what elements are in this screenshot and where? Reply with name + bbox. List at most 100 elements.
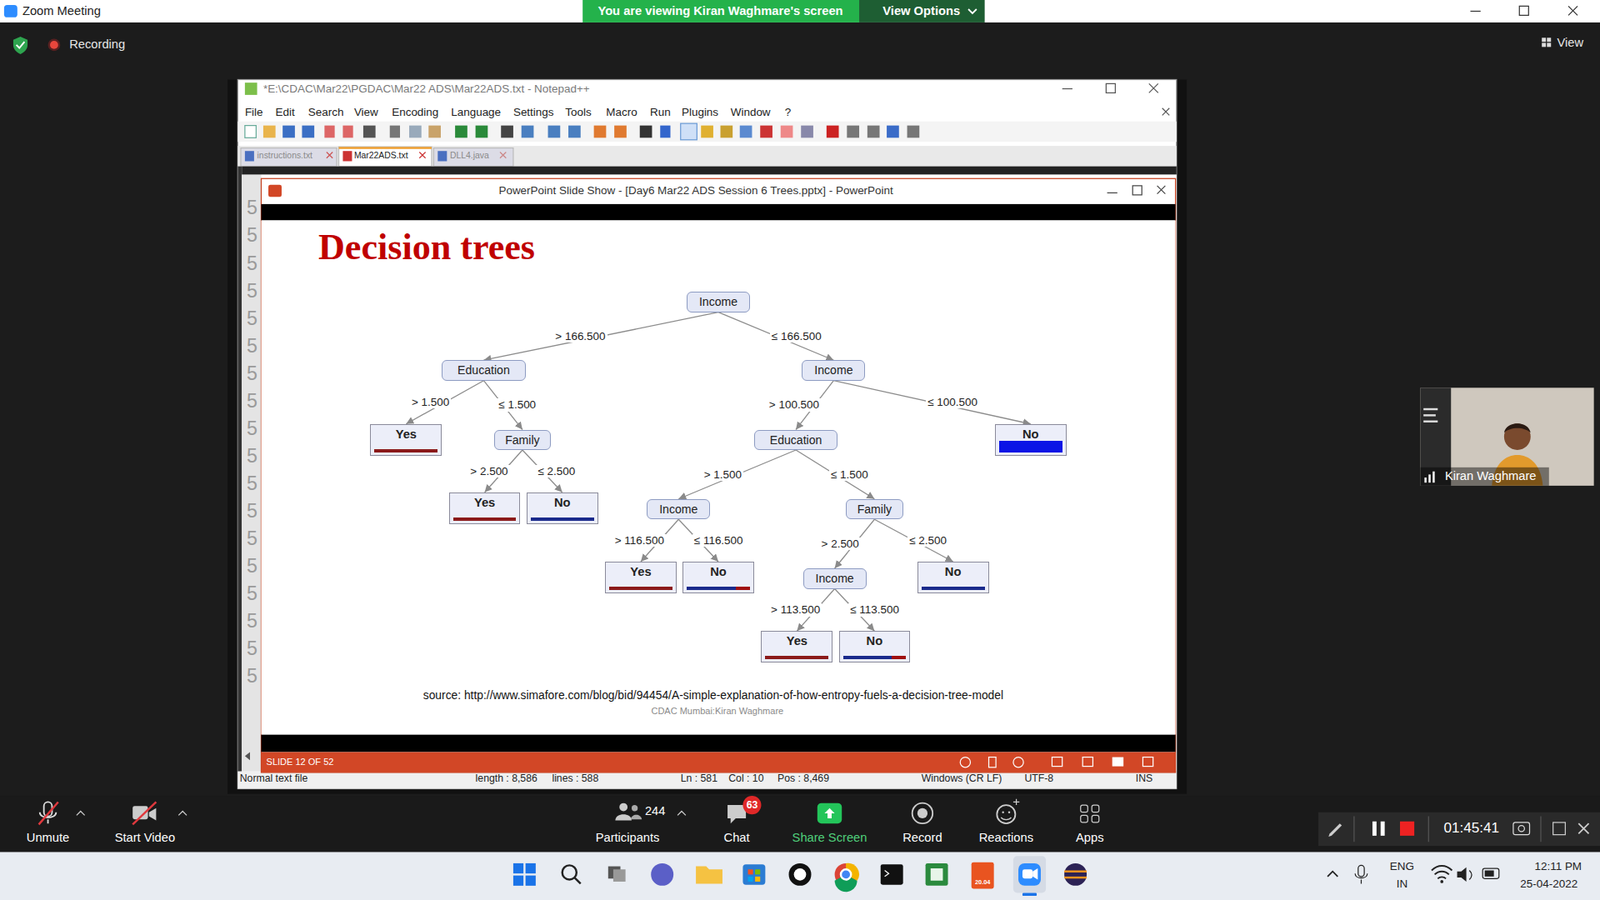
notepad-window-part xyxy=(760,125,773,139)
tree-branch xyxy=(718,312,834,361)
zoom-toolbar-part xyxy=(1372,821,1377,836)
attribute-node: Income xyxy=(686,291,750,312)
powerpoint-window-part xyxy=(1013,757,1024,768)
file-tab: DLL4.java xyxy=(450,150,490,161)
zoom-toolbar xyxy=(0,795,1600,852)
node-text: Yes xyxy=(395,427,417,441)
share-banner: You are viewing Kiran Waghmare's screen xyxy=(597,4,843,19)
windows-taskbar-part xyxy=(755,876,760,882)
attribute-node: Family xyxy=(494,430,552,450)
line-number: 5 xyxy=(246,472,258,495)
status-field: Col : 10 xyxy=(728,772,764,785)
split-condition: > 2.500 xyxy=(468,465,510,478)
menu-item: Settings xyxy=(513,105,555,119)
split-condition: > 100.500 xyxy=(767,398,821,411)
zoom-toolbar-part xyxy=(1518,825,1525,832)
notepad-window-part xyxy=(241,166,1177,175)
line-number: 5 xyxy=(246,280,258,303)
windows-taskbar-part xyxy=(880,864,904,885)
notepad-window-part xyxy=(241,166,261,772)
slideshow-title: PowerPoint Slide Show - [Day6 Mar22 ADS … xyxy=(498,184,893,197)
zoom-toolbar-part xyxy=(0,795,1600,852)
zoom-toolbar-part xyxy=(619,803,628,812)
powerpoint-window-part xyxy=(1132,185,1142,195)
node-text: Income xyxy=(699,292,738,311)
notepad-window-part xyxy=(475,125,489,139)
windows-taskbar-part xyxy=(525,875,536,886)
notepad-window-part xyxy=(826,125,840,139)
notepad-window-part xyxy=(660,125,670,139)
powerpoint-window-part xyxy=(1082,757,1093,767)
status-field: lines : 588 xyxy=(551,772,599,785)
status-icons-part xyxy=(13,36,28,55)
powerpoint-window-part xyxy=(260,220,1175,735)
notepad-window-part xyxy=(237,121,1177,142)
notepad-window-part xyxy=(245,150,255,161)
presenter-video-part xyxy=(1423,420,1438,422)
menu-item: Run xyxy=(650,105,671,119)
windows-taskbar-part xyxy=(1469,870,1472,880)
participant-count: 244 xyxy=(645,804,666,819)
zoom-title-bar-part xyxy=(859,0,985,23)
presenter-name: Kiran Waghmare xyxy=(1445,469,1537,484)
notepad-window-part xyxy=(800,125,814,139)
line-number: 5 xyxy=(246,307,258,330)
notepad-window-part xyxy=(433,148,514,167)
tray-text: IN xyxy=(1396,877,1408,890)
zoom-toolbar-part xyxy=(817,803,842,824)
windows-taskbar-part xyxy=(650,863,674,886)
line-number: 5 xyxy=(246,445,258,468)
zoom-toolbar-part xyxy=(1400,821,1415,836)
zoom-toolbar-part xyxy=(917,808,928,819)
notepad-window-part xyxy=(907,125,920,139)
windows-taskbar-part xyxy=(755,869,760,875)
notepad-window-part xyxy=(363,125,376,139)
zoom-toolbar-part xyxy=(1513,822,1530,835)
notepad-window-part xyxy=(237,166,1177,772)
notepad-window-part xyxy=(846,125,860,139)
status-icons-part xyxy=(1546,37,1551,42)
windows-taskbar-part xyxy=(748,869,754,875)
zoom-toolbar-part xyxy=(996,805,1015,824)
windows-taskbar-part xyxy=(748,876,754,882)
presenter-video-part xyxy=(1423,414,1436,416)
presenter-video-part xyxy=(1423,408,1438,410)
windows-taskbar-part xyxy=(1064,870,1087,872)
presenter-video-part xyxy=(1432,471,1435,483)
notepad-window-part xyxy=(263,125,276,139)
notepad-window-part xyxy=(409,125,422,139)
powerpoint-window-part xyxy=(1142,757,1153,767)
windows-taskbar xyxy=(0,851,1600,900)
notepad-window-part xyxy=(568,125,581,139)
zoom-toolbar-part xyxy=(1553,822,1566,835)
notepad-window-part xyxy=(326,151,333,158)
notepad-window-part xyxy=(437,150,447,161)
node-text: Yes xyxy=(474,495,495,510)
windows-taskbar-part xyxy=(1431,865,1452,879)
status-icons-part xyxy=(50,40,59,50)
zoom-toolbar-part xyxy=(1008,810,1010,813)
status-field: Ln : 581 xyxy=(680,772,718,785)
tray-text: ENG xyxy=(1390,860,1415,873)
zoom-toolbar-part xyxy=(1578,823,1589,834)
file-tab: Mar22ADS.txt xyxy=(354,150,409,161)
class-bar xyxy=(453,517,517,521)
notepad-window-part xyxy=(342,125,353,139)
presenter-video-part xyxy=(1424,477,1426,483)
notepad-window-part xyxy=(1105,83,1115,93)
source-caption: source: http://www.simafore.com/blog/bid… xyxy=(423,689,1004,703)
toolbar-button: Share Screen xyxy=(792,830,868,845)
notepad-window-part xyxy=(500,125,514,139)
zoom-toolbar-part xyxy=(615,814,632,820)
presenter-video xyxy=(1420,387,1594,486)
status-field: UTF-8 xyxy=(1024,772,1054,785)
status-icons-part xyxy=(48,39,61,52)
menu-item: Search xyxy=(308,105,345,119)
notepad-window-part xyxy=(245,82,258,95)
class-bar xyxy=(999,440,1063,452)
tree-branch xyxy=(874,519,953,562)
windows-taskbar-part xyxy=(513,875,524,886)
split-condition: ≤ 166.500 xyxy=(770,330,824,343)
class-bar xyxy=(843,655,907,660)
